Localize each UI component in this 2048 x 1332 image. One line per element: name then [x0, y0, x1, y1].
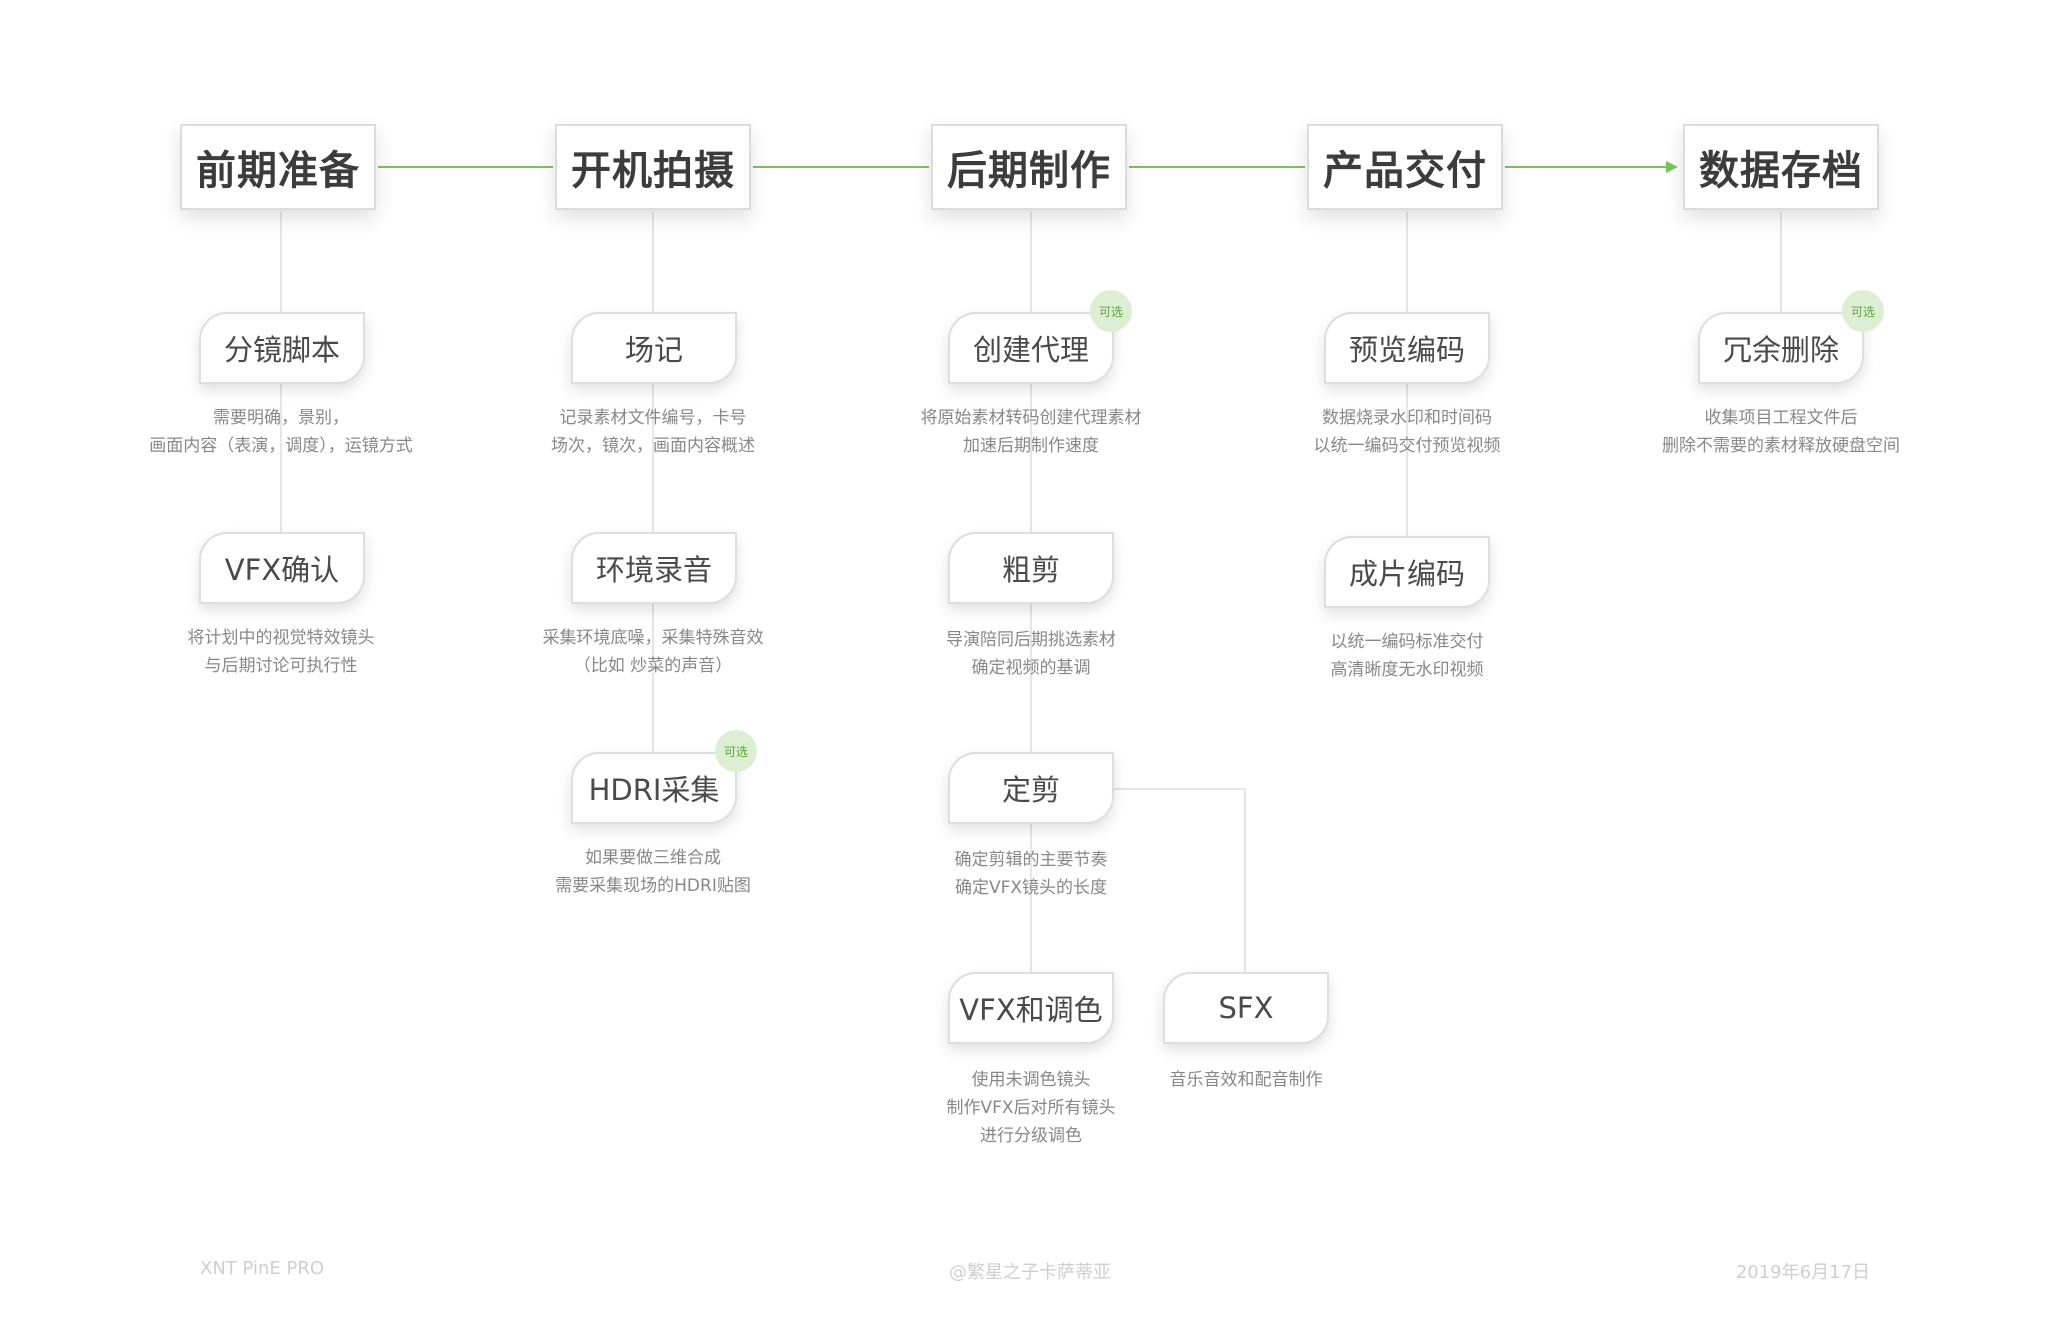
footer-date: 2019年6月17日 [1735, 1262, 1870, 1283]
phase-label: 后期制作 [947, 148, 1111, 194]
desc-line: 确定视频的基调 [971, 658, 1091, 678]
step-label: 分镜脚本 [223, 333, 340, 367]
desc-line: （比如 炒菜的声音） [573, 656, 733, 676]
desc-line: 高清晰度无水印视频 [1330, 660, 1484, 680]
desc-line: 加速后期制作速度 [963, 436, 1099, 456]
desc-line: 与后期讨论可执行性 [204, 656, 358, 676]
optional-badge: 可选 [1090, 290, 1132, 332]
step-create-proxy: 创建代理 [948, 312, 1114, 384]
desc-line: 以统一编码交付预览视频 [1313, 436, 1501, 456]
step-preview-encode: 预览编码 [1324, 312, 1490, 384]
desc-line: 进行分级调色 [980, 1126, 1082, 1146]
optional-label: 可选 [1098, 304, 1123, 319]
phase-archive: 数据存档 [1683, 124, 1879, 210]
step-label: 成片编码 [1348, 557, 1465, 591]
step-vfx-grading-desc: 使用未调色镜头 制作VFX后对所有镜头 进行分级调色 [881, 1066, 1181, 1150]
footer-brand: XNT PinE PRO [200, 1258, 325, 1279]
step-label: 粗剪 [1001, 553, 1060, 587]
phase-label: 产品交付 [1323, 148, 1487, 194]
step-sfx-desc: 音乐音效和配音制作 [1126, 1066, 1366, 1094]
step-hdri-capture-desc: 如果要做三维合成 需要采集现场的HDRI贴图 [503, 844, 803, 900]
step-label: HDRI采集 [588, 773, 720, 807]
desc-line: 画面内容（表演，调度），运镜方式 [149, 436, 413, 456]
desc-line: 删除不需要的素材释放硬盘空间 [1662, 436, 1900, 456]
step-label: 环境录音 [595, 553, 712, 587]
step-redundant-delete: 冗余删除 [1698, 312, 1864, 384]
step-label: SFX [1218, 991, 1274, 1025]
step-rough-cut: 粗剪 [948, 532, 1114, 604]
step-final-cut-desc: 确定剪辑的主要节奏 确定VFX镜头的长度 [881, 846, 1181, 902]
desc-line: 如果要做三维合成 [585, 848, 721, 868]
step-rough-cut-desc: 导演陪同后期挑选素材 确定视频的基调 [881, 626, 1181, 682]
phase-label: 前期准备 [196, 148, 360, 194]
phase-label: 数据存档 [1699, 148, 1863, 194]
step-ambient-recording-desc: 采集环境底噪，采集特殊音效 （比如 炒菜的声音） [483, 624, 823, 680]
step-vfx-grading: VFX和调色 [948, 972, 1114, 1044]
desc-line: 确定剪辑的主要节奏 [954, 850, 1108, 870]
desc-line: 收集项目工程文件后 [1704, 408, 1858, 428]
step-label: 场记 [624, 333, 683, 367]
desc-line: 数据烧录水印和时间码 [1322, 408, 1492, 428]
step-final-encode-desc: 以统一编码标准交付 高清晰度无水印视频 [1257, 628, 1557, 684]
step-script-log: 场记 [571, 312, 737, 384]
phase-preproduction: 前期准备 [180, 124, 376, 210]
sfx-branch-connector [1111, 788, 1246, 972]
phase-label: 开机拍摄 [571, 148, 735, 194]
step-script-log-desc: 记录素材文件编号，卡号 场次，镜次，画面内容概述 [483, 404, 823, 460]
step-preview-encode-desc: 数据烧录水印和时间码 以统一编码交付预览视频 [1257, 404, 1557, 460]
step-final-cut: 定剪 [948, 752, 1114, 824]
step-label: VFX和调色 [959, 993, 1103, 1027]
step-redundant-delete-desc: 收集项目工程文件后 删除不需要的素材释放硬盘空间 [1611, 404, 1951, 460]
phase-postproduction: 后期制作 [931, 124, 1127, 210]
step-sfx: SFX [1163, 972, 1329, 1044]
phase-shooting: 开机拍摄 [555, 124, 751, 210]
step-create-proxy-desc: 将原始素材转码创建代理素材 加速后期制作速度 [881, 404, 1181, 460]
desc-line: 以统一编码标准交付 [1330, 632, 1484, 652]
footer-author: @繁星之子卡萨蒂亚 [949, 1262, 1111, 1283]
desc-line: 将原始素材转码创建代理素材 [920, 408, 1142, 428]
desc-line: 音乐音效和配音制作 [1169, 1070, 1323, 1090]
step-hdri-capture: HDRI采集 [571, 752, 737, 824]
optional-badge: 可选 [1842, 290, 1884, 332]
step-label: VFX确认 [224, 553, 340, 587]
step-ambient-recording: 环境录音 [571, 532, 737, 604]
phase-delivery: 产品交付 [1307, 124, 1503, 210]
step-label: 创建代理 [972, 333, 1089, 367]
step-storyboard: 分镜脚本 [199, 312, 365, 384]
optional-badge: 可选 [715, 730, 757, 772]
step-label: 预览编码 [1348, 333, 1465, 367]
desc-line: 记录素材文件编号，卡号 [559, 408, 747, 428]
desc-line: 需要明确，景别， [213, 408, 349, 428]
desc-line: 需要采集现场的HDRI贴图 [555, 876, 751, 896]
step-vfx-confirm-desc: 将计划中的视觉特效镜头 与后期讨论可执行性 [131, 624, 431, 680]
desc-line: 场次，镜次，画面内容概述 [551, 436, 755, 456]
step-final-encode: 成片编码 [1324, 536, 1490, 608]
desc-line: 使用未调色镜头 [971, 1070, 1091, 1090]
optional-label: 可选 [723, 744, 748, 759]
step-vfx-confirm: VFX确认 [199, 532, 365, 604]
optional-label: 可选 [1850, 304, 1875, 319]
step-label: 定剪 [1001, 773, 1060, 807]
step-label: 冗余删除 [1722, 333, 1839, 367]
desc-line: 采集环境底噪，采集特殊音效 [542, 628, 764, 648]
step-storyboard-desc: 需要明确，景别， 画面内容（表演，调度），运镜方式 [81, 404, 481, 460]
desc-line: 制作VFX后对所有镜头 [946, 1098, 1116, 1118]
desc-line: 确定VFX镜头的长度 [954, 878, 1108, 898]
desc-line: 将计划中的视觉特效镜头 [187, 628, 375, 648]
desc-line: 导演陪同后期挑选素材 [946, 630, 1116, 650]
